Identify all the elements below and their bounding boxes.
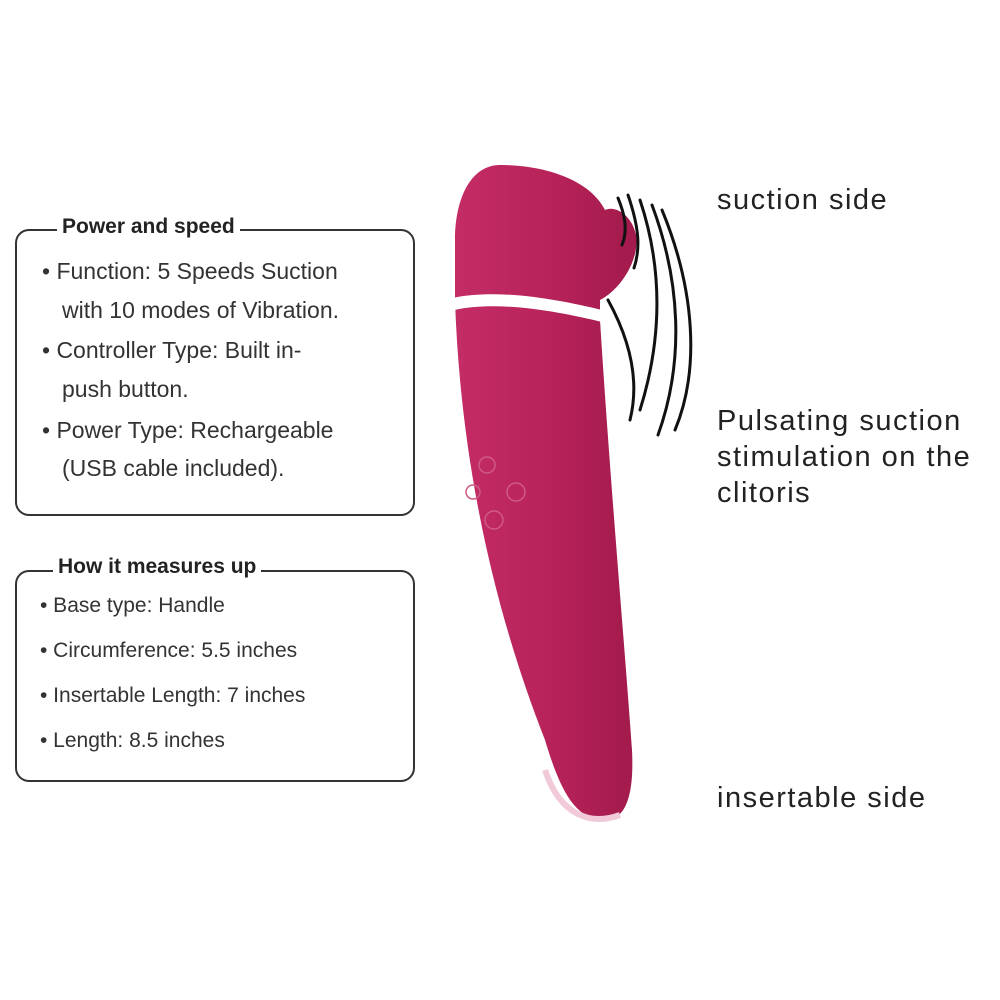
pulsating-label-3: clitoris	[717, 477, 812, 509]
list-item: • Insertable Length: 7 inches	[40, 684, 306, 707]
list-item: • Function: 5 Speeds Suction	[42, 258, 338, 284]
white-band	[452, 294, 602, 322]
insertable-side-label: insertable side	[717, 782, 927, 814]
list-item: • Base type: Handle	[40, 594, 225, 617]
vibration-button-icon	[506, 482, 526, 502]
list-item: • Power Type: Rechargeable	[42, 417, 334, 443]
list-item: • Length: 8.5 inches	[40, 729, 225, 752]
list-item: push button.	[62, 376, 189, 402]
pulsating-label-2: stimulation on the	[717, 441, 972, 473]
control-buttons	[465, 456, 526, 530]
product-body	[452, 165, 637, 822]
pulsating-label-1: Pulsating suction	[717, 405, 962, 437]
left-button-icon	[465, 484, 481, 500]
suction-side-label: suction side	[717, 184, 889, 216]
power-button-icon	[484, 510, 504, 530]
mode-button-icon	[478, 456, 496, 474]
power-speed-title: Power and speed	[57, 215, 240, 239]
suction-motion-lines-icon	[606, 193, 693, 437]
list-item: (USB cable included).	[62, 455, 285, 481]
list-item: • Circumference: 5.5 inches	[40, 639, 298, 662]
list-item: with 10 modes of Vibration.	[62, 297, 340, 323]
measure-title: How it measures up	[53, 555, 262, 579]
list-item: • Controller Type: Built in-	[42, 337, 302, 363]
